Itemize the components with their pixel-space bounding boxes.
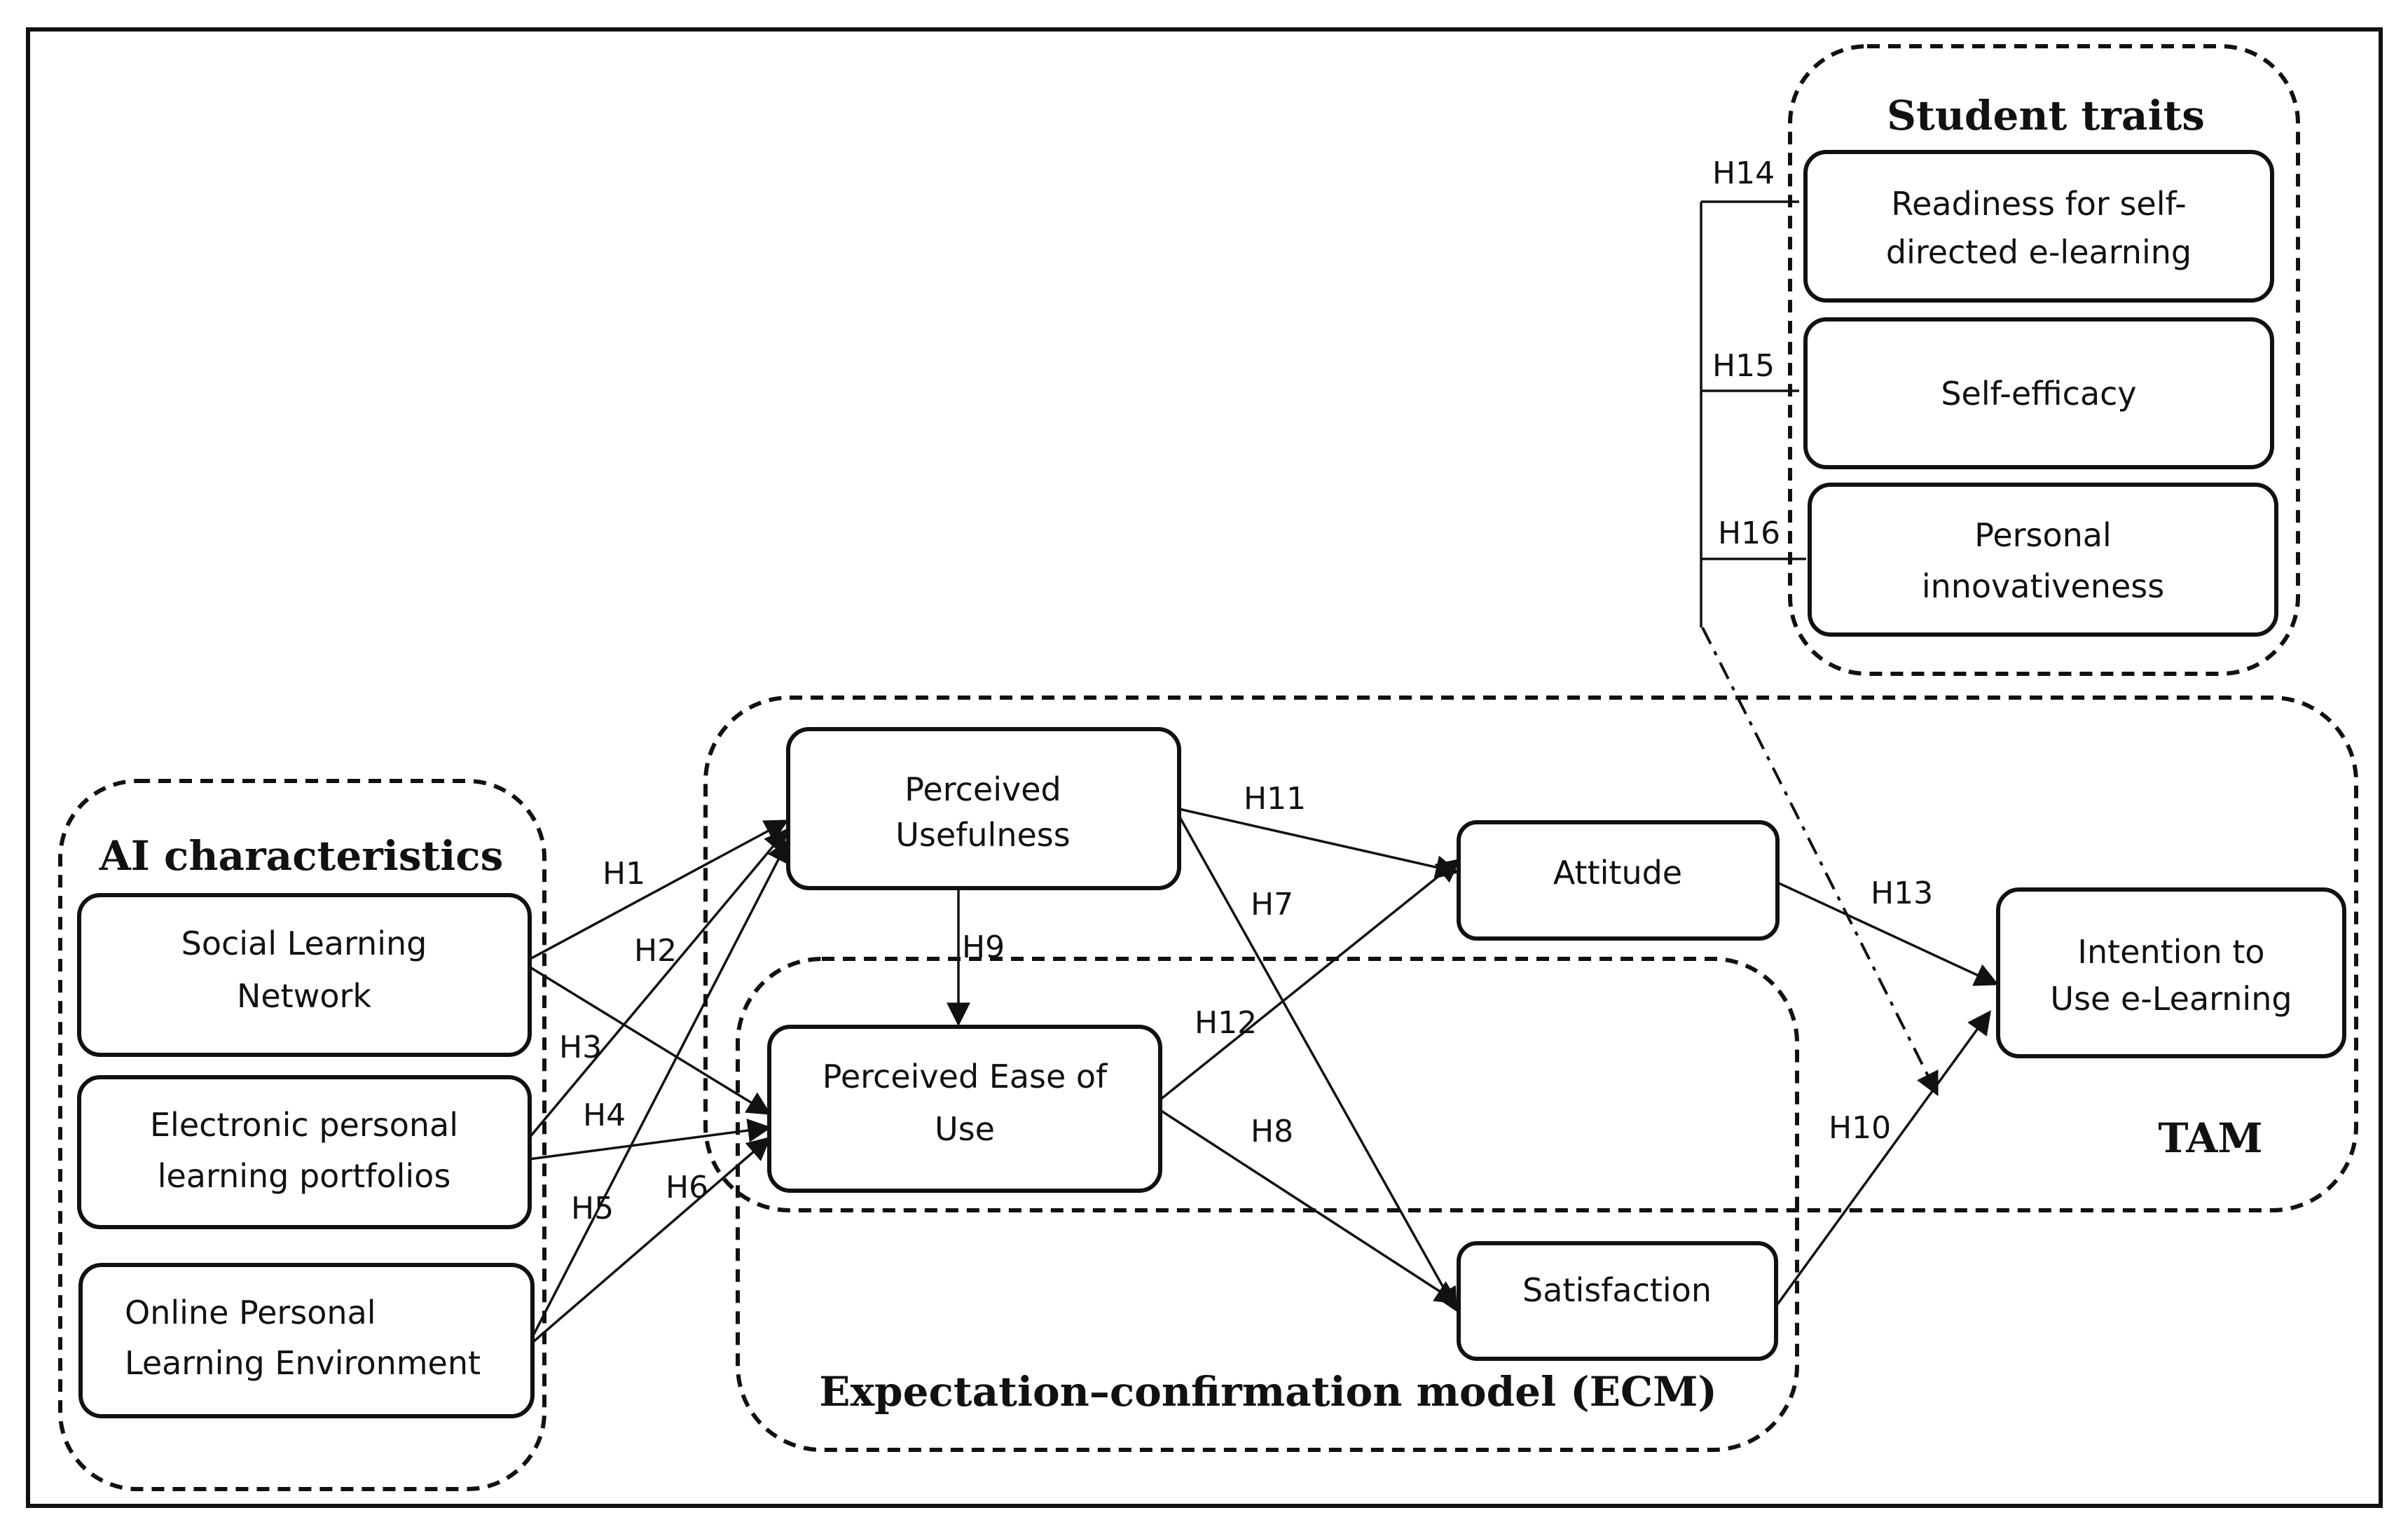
ecm-group (736, 957, 1799, 1452)
student-traits-bracket (1700, 200, 1939, 1097)
ecm-title: Expectation–confirmation model (ECM) (819, 1368, 1717, 1416)
label-h13: H13 (1871, 876, 1933, 911)
svg-text:learning portfolios: learning portfolios (158, 1157, 451, 1195)
label-h5: H5 (571, 1191, 614, 1226)
construct-perceived-ease-of-use: Perceived Ease of Use (767, 1025, 1162, 1193)
label-h7: H7 (1251, 887, 1293, 922)
svg-text:Use e-Learning: Use e-Learning (2050, 980, 2292, 1018)
tam-title: TAM (2158, 1114, 2262, 1162)
path-h12 (1159, 858, 1461, 1101)
label-h3: H3 (559, 1030, 602, 1065)
label-h12: H12 (1195, 1005, 1257, 1041)
svg-text:Perceived: Perceived (904, 770, 1061, 808)
svg-text:Use: Use (935, 1110, 995, 1148)
tam-group (703, 696, 2358, 1212)
label-h4: H4 (583, 1098, 626, 1133)
label-h15: H15 (1712, 348, 1775, 384)
label-h1: H1 (603, 856, 645, 892)
figure-frame (26, 27, 2383, 1508)
label-h6: H6 (666, 1170, 708, 1205)
path-h8 (1160, 1109, 1459, 1304)
hypothesis-paths (528, 808, 2000, 1343)
svg-text:Personal: Personal (1974, 516, 2112, 554)
construct-electronic-portfolios: Electronic personal learning portfolios (77, 1075, 532, 1229)
path-h1 (528, 819, 789, 961)
construct-social-learning-network: Social Learning Network (77, 893, 532, 1057)
label-h14: H14 (1712, 155, 1775, 191)
svg-text:Self-efficacy: Self-efficacy (1941, 375, 2136, 413)
label-h11: H11 (1244, 781, 1306, 817)
svg-text:Perceived Ease of: Perceived Ease of (823, 1058, 1108, 1095)
svg-text:Learning Environment: Learning Environment (125, 1344, 481, 1382)
path-h5 (532, 838, 790, 1335)
path-h6 (532, 1136, 771, 1343)
path-h10 (1775, 1010, 1991, 1308)
path-h3 (528, 828, 789, 1140)
svg-text:innovativeness: innovativeness (1922, 567, 2164, 605)
label-h9: H9 (962, 929, 1005, 965)
ai-characteristics-title: AI characteristics (99, 832, 504, 880)
student-traits-title: Student traits (1887, 92, 2205, 139)
student-traits-group (1788, 44, 2300, 676)
svg-text:Readiness for self-: Readiness for self- (1891, 185, 2187, 223)
svg-text:Online Personal: Online Personal (125, 1294, 376, 1331)
construct-self-efficacy: Self-efficacy (1803, 317, 2274, 469)
svg-text:Social Learning: Social Learning (181, 925, 427, 962)
label-h2: H2 (634, 933, 677, 969)
svg-text:Intention to: Intention to (2077, 933, 2264, 971)
label-h8: H8 (1251, 1114, 1293, 1149)
svg-text:Satisfaction: Satisfaction (1522, 1271, 1712, 1309)
svg-text:Attitude: Attitude (1553, 854, 1682, 892)
svg-text:Usefulness: Usefulness (895, 816, 1070, 854)
path-h7 (1178, 815, 1457, 1312)
construct-satisfaction: Satisfaction (1457, 1241, 1778, 1361)
path-h4 (528, 1119, 772, 1161)
hypothesis-labels: H1 H2 H3 H4 H5 H6 H7 H8 H9 H10 H11 H12 H… (559, 155, 1933, 1226)
svg-text:Network: Network (237, 977, 371, 1015)
ai-characteristics-group (58, 779, 546, 1491)
label-h10: H10 (1829, 1110, 1891, 1146)
construct-intention-to-use: Intention to Use e-Learning (1996, 887, 2346, 1058)
path-h11 (1178, 808, 1460, 879)
construct-perceived-usefulness: Perceived Usefulness (786, 727, 1181, 890)
construct-online-ple: Online Personal Learning Environment (78, 1263, 535, 1418)
label-h16: H16 (1718, 516, 1780, 551)
moderation-path (1701, 627, 1939, 1097)
construct-personal-innovativeness: Personal innovativeness (1808, 483, 2278, 637)
path-h2 (528, 965, 771, 1115)
path-h13 (1777, 881, 2000, 986)
construct-readiness: Readiness for self- directed e-learning (1803, 150, 2274, 303)
svg-text:Electronic personal: Electronic personal (150, 1106, 458, 1144)
svg-text:directed e-learning: directed e-learning (1886, 233, 2192, 271)
construct-attitude: Attitude (1457, 820, 1780, 941)
